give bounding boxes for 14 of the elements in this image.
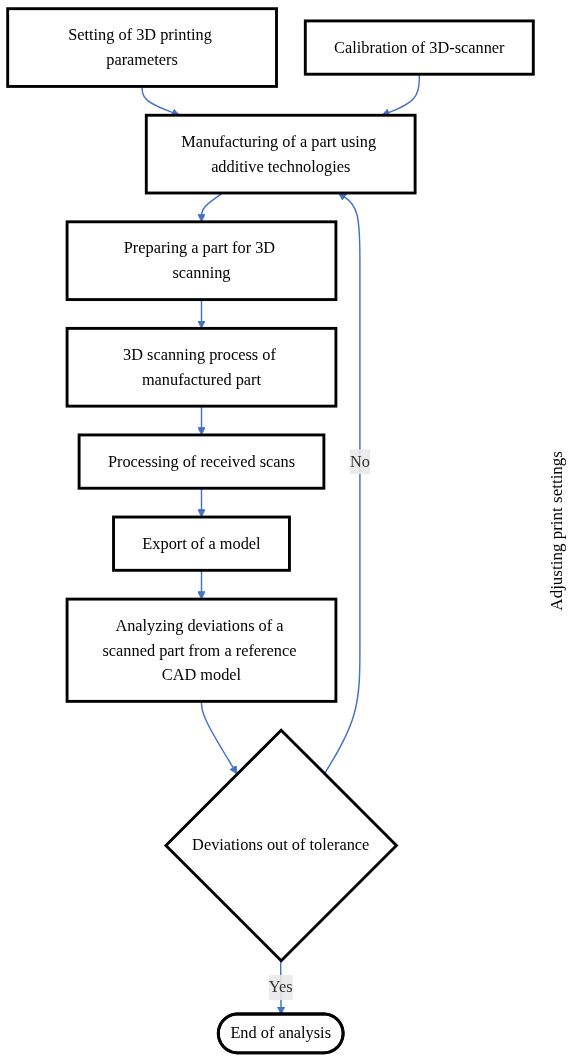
node-box: Manufacturing of a part using additive technologies [144,113,417,195]
edge-label: Yes [268,977,293,996]
note-text: Adjusting print settings [547,450,566,611]
node-box: 3D scanning process of manufactured part [65,326,338,408]
edge-label: No [349,451,370,471]
node-box: Setting of 3D printing parameters [6,7,278,88]
node-box: Processing of received scans [77,433,326,490]
arrow [197,192,224,222]
node-diamond: Deviations out of tolerance [163,727,399,963]
node-box: Analyzing deviations of a scanned part from a reference CAD model [65,597,338,703]
node-box: Preparing a part for 3D scanning [65,220,338,301]
node-box: Calibration of 3D-scanner [303,19,535,76]
node-box: Export of a model [112,515,291,572]
arrow [323,192,361,775]
